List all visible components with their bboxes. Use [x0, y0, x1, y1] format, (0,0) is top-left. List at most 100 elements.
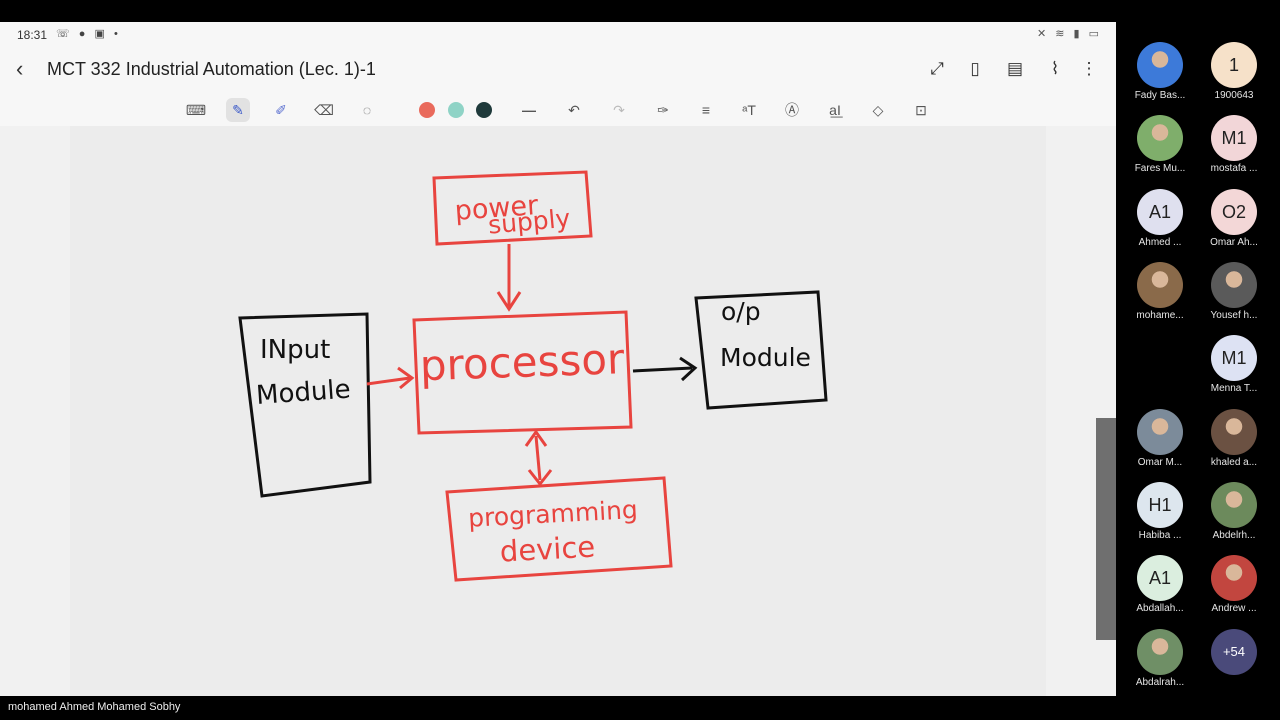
processor-label: processor — [419, 334, 626, 390]
participant-tile[interactable]: Yousef h... — [1202, 262, 1266, 321]
participant-tile[interactable]: Abdelrh... — [1202, 482, 1266, 541]
input-arrow — [366, 376, 411, 386]
power-supply-label-2: supply — [487, 204, 572, 240]
participant-photo — [1211, 482, 1257, 528]
input-module-label-1: INput — [260, 335, 330, 365]
lock-icon[interactable]: ⊡ — [915, 102, 927, 118]
participant-avatar: M1 — [1211, 115, 1257, 161]
status-icons: ☏ ● ▣ • — [56, 28, 121, 40]
participant-photo — [1137, 409, 1183, 455]
output-arrowhead — [679, 356, 698, 382]
participant-avatar: 1 — [1211, 42, 1257, 88]
participant-name: Habiba ... — [1138, 530, 1182, 541]
note-title: MCT 332 Industrial Automation (Lec. 1)-1 — [47, 59, 376, 79]
align-icon[interactable]: ≡ — [701, 102, 711, 118]
lasso-icon[interactable]: ◌ — [362, 102, 372, 118]
processor-box — [412, 310, 633, 435]
text-box-icon[interactable]: a͟I — [829, 102, 841, 118]
input-arrowhead — [397, 366, 415, 390]
participant-tile[interactable]: 1 1900643 — [1202, 42, 1266, 101]
color-swatch-dark[interactable] — [476, 102, 492, 118]
meeting-bottom-bar: mohamed Ahmed Mohamed Sobhy — [0, 696, 1280, 720]
participant-name: Ahmed ... — [1138, 237, 1182, 248]
pen-icon[interactable]: ✎ — [226, 98, 250, 122]
text-convert-icon[interactable]: ᵃT — [742, 102, 756, 118]
participant-avatar: A1 — [1137, 189, 1183, 235]
programming-device-box — [445, 476, 673, 582]
programming-device-label-2: device — [499, 530, 596, 569]
participant-avatar: O2 — [1211, 189, 1257, 235]
programming-device-label-1: programming — [467, 495, 638, 533]
more-menu-icon[interactable]: ⋮ — [1080, 59, 1098, 78]
participant-photo — [1211, 555, 1257, 601]
participant-name: Andrew ... — [1211, 603, 1257, 614]
note-canvas[interactable]: power supply processor INput Module o/p … — [70, 126, 1046, 696]
participant-name: Yousef h... — [1210, 310, 1258, 321]
power-arrowhead — [496, 291, 522, 312]
participant-name: mohame... — [1136, 310, 1184, 321]
participant-avatar: M1 — [1211, 335, 1257, 381]
participant-name: Abdelrh... — [1212, 530, 1256, 541]
participant-tile[interactable]: M1 mostafa ... — [1202, 115, 1266, 174]
system-icons: ✕ ≋ ▮ ▭ — [1036, 28, 1102, 40]
participant-name: 1900643 — [1214, 90, 1254, 101]
participant-photo — [1211, 262, 1257, 308]
participant-photo — [1137, 629, 1183, 675]
page-icon[interactable]: ▤ — [1006, 59, 1024, 78]
highlighter-icon[interactable]: ✐ — [275, 102, 287, 118]
eraser-icon[interactable]: ⌫ — [314, 102, 334, 118]
participant-tile[interactable]: +54 — [1202, 629, 1266, 675]
programming-arrowhead-down — [527, 469, 553, 487]
participant-name: mostafa ... — [1210, 163, 1258, 174]
stroke-width-icon[interactable]: — — [522, 102, 536, 118]
book-view-icon[interactable]: ▯ — [970, 59, 980, 78]
input-module-label-2: Module — [255, 375, 351, 412]
participant-name: Abdalrah... — [1135, 677, 1185, 688]
participant-avatar: A1 — [1137, 555, 1183, 601]
shapes-icon[interactable]: ◇ — [872, 102, 884, 118]
participant-tile[interactable]: Fares Mu... — [1128, 115, 1192, 174]
redo-icon[interactable]: ↷ — [613, 102, 625, 118]
participant-tile[interactable]: Fady Bas... — [1128, 42, 1192, 101]
output-module-label-1: o/p — [721, 297, 761, 326]
participant-avatar: +54 — [1211, 629, 1257, 675]
participant-tile[interactable]: Abdalrah... — [1128, 629, 1192, 688]
status-time: 18:31 — [17, 28, 48, 42]
programming-arrowhead-up — [524, 429, 548, 447]
tablet-screen: 18:31 ☏ ● ▣ • ✕ ≋ ▮ ▭ ‹ MCT 332 Industri… — [0, 22, 1116, 696]
participant-name: Menna T... — [1210, 383, 1258, 394]
text-style-icon[interactable]: Ⓐ — [785, 102, 799, 118]
participant-tile[interactable]: Andrew ... — [1202, 555, 1266, 614]
pen-settings-icon[interactable]: ✑ — [657, 102, 669, 118]
participant-name: Abdallah... — [1136, 603, 1184, 614]
back-arrow-icon[interactable]: ‹ — [16, 56, 24, 81]
participant-name: Omar M... — [1137, 457, 1183, 468]
participant-avatar: H1 — [1137, 482, 1183, 528]
undo-icon[interactable]: ↶ — [568, 102, 580, 118]
participant-tile[interactable]: Omar M... — [1128, 409, 1192, 468]
participant-photo — [1137, 115, 1183, 161]
keyboard-icon[interactable]: ⌨ — [185, 102, 207, 118]
title-bar: ‹ MCT 332 Industrial Automation (Lec. 1)… — [0, 48, 1116, 90]
participant-name: Fady Bas... — [1134, 90, 1186, 101]
participant-name: Omar Ah... — [1210, 237, 1258, 248]
input-module-box — [238, 312, 372, 498]
participant-name: Fares Mu... — [1134, 163, 1186, 174]
page-margin-left — [0, 126, 70, 696]
attach-icon[interactable]: ⌇ — [1050, 59, 1060, 78]
output-arrow — [632, 366, 693, 373]
expand-icon[interactable]: ⤢ — [930, 59, 944, 78]
power-supply-box — [432, 170, 593, 246]
color-swatch-teal[interactable] — [448, 102, 464, 118]
participant-tile[interactable]: mohame... — [1128, 262, 1192, 321]
power-supply-label-1: power — [454, 190, 540, 227]
participant-tile[interactable]: khaled a... — [1202, 409, 1266, 468]
color-swatch-red[interactable] — [419, 102, 435, 118]
scrollbar[interactable] — [1096, 418, 1116, 640]
